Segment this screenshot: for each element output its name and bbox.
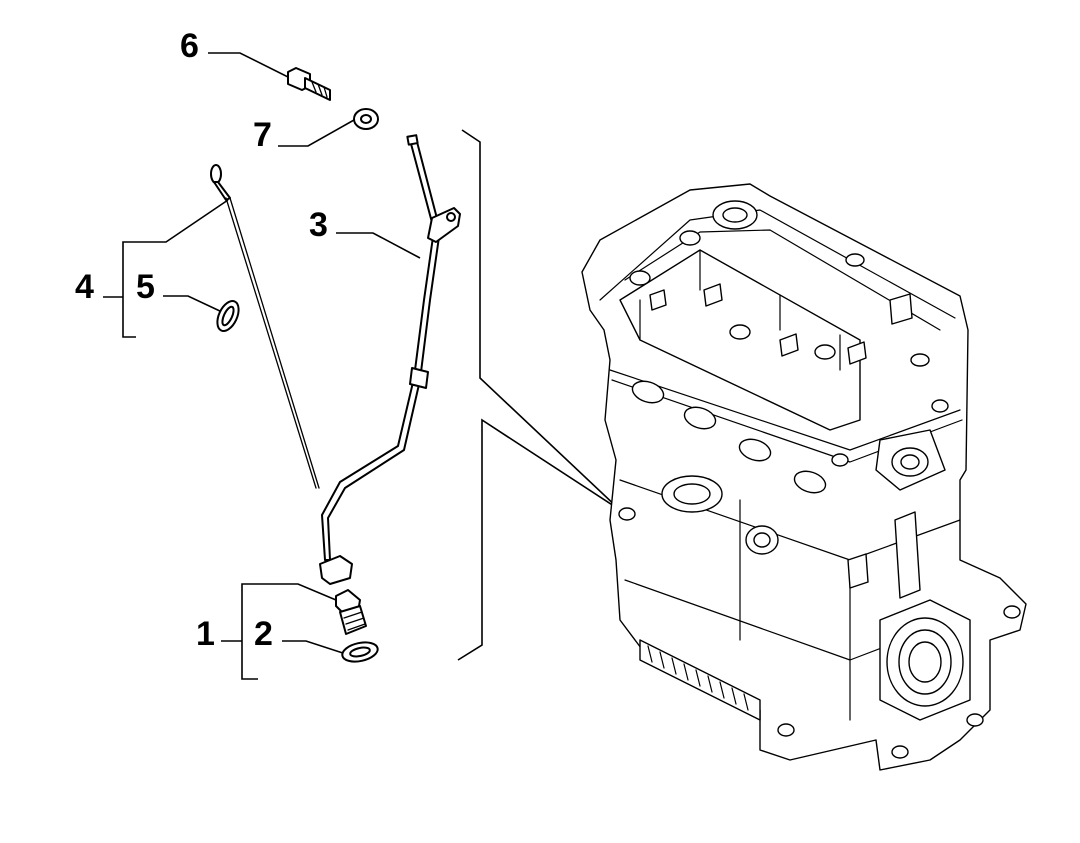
guide-tube-part-3: [319, 134, 461, 585]
leader-lines: [103, 52, 621, 680]
engine-block: [581, 183, 1027, 771]
callout-label-1: 1: [196, 615, 215, 653]
dipstick-part-4: [210, 164, 320, 489]
callout-label-4: 4: [75, 268, 94, 306]
callout-label-5: 5: [136, 268, 155, 306]
callout-label-3: 3: [309, 206, 328, 244]
washer-part-2: [341, 641, 379, 663]
washer-part-7: [353, 108, 379, 130]
callout-label-7: 7: [253, 116, 272, 154]
callout-label-2: 2: [254, 615, 273, 653]
bolt-part-6: [287, 67, 331, 101]
sensor-part-1: [335, 589, 367, 635]
seal-ring-part-5: [216, 300, 240, 332]
callout-label-6: 6: [180, 27, 199, 65]
